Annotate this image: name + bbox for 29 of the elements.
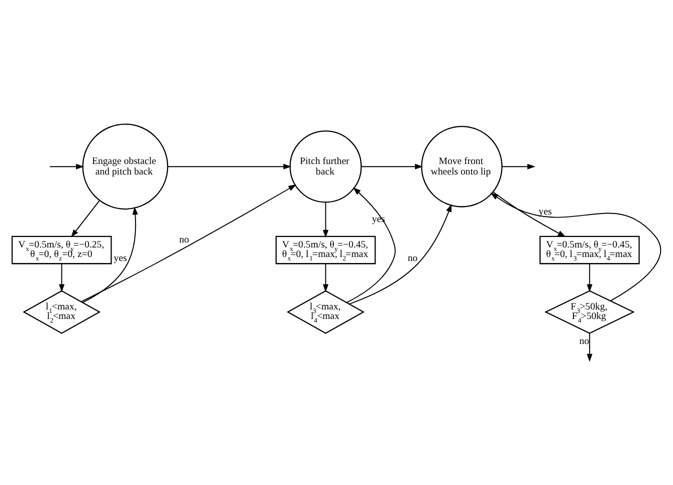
arrow bbox=[80, 184, 296, 302]
node-diamond: l$_{3}$<max, l$_{4}$<max bbox=[286, 290, 365, 334]
edge-label: no bbox=[179, 234, 190, 246]
node-box: V$_{x}$=0.5m/s, θ$_{y}$=−0.25, θ$_{x}$=0, θ$_{z}$=0, z=0 bbox=[12, 236, 112, 264]
node-box: V$_{x}$=0.5m/s, θ$_{y}$=−0.45, θ$_{x}$=0, l$_{3}$=max, l$_{4}$=max bbox=[540, 236, 640, 264]
arrow bbox=[360, 164, 424, 170]
arrow bbox=[586, 332, 592, 362]
arrow bbox=[322, 263, 328, 292]
arrow bbox=[70, 200, 100, 238]
arrow bbox=[49, 164, 84, 170]
node-circle: Move front wheels onto lip bbox=[421, 126, 502, 208]
arrow bbox=[490, 192, 662, 302]
arrow bbox=[58, 263, 65, 292]
node-circle: Engage obstacle and pitch back bbox=[82, 124, 168, 210]
edge-label: no bbox=[579, 336, 590, 347]
edge-label: yes bbox=[538, 206, 552, 218]
node-box: V$_{x}$=0.5m/s, θ$_{y}$=−0.45, θ$_{x}$=0, l$_{1}$=max, l$_{2}$=max bbox=[276, 236, 376, 264]
arrow bbox=[82, 206, 138, 303]
arrow bbox=[492, 192, 566, 238]
node-diamond: l$_{1}$<max, l$_{2}$<max bbox=[22, 290, 101, 334]
edge-label: yes bbox=[114, 252, 127, 264]
node-diamond: F$_{3}$>50kg, F$_{4}$>50kg bbox=[544, 290, 635, 334]
arrow bbox=[502, 164, 536, 170]
arrow bbox=[346, 187, 396, 303]
edge-label: no bbox=[408, 252, 418, 264]
arrow bbox=[322, 202, 328, 238]
arrow bbox=[167, 164, 292, 170]
arrow bbox=[348, 204, 452, 305]
arrow bbox=[586, 263, 592, 292]
